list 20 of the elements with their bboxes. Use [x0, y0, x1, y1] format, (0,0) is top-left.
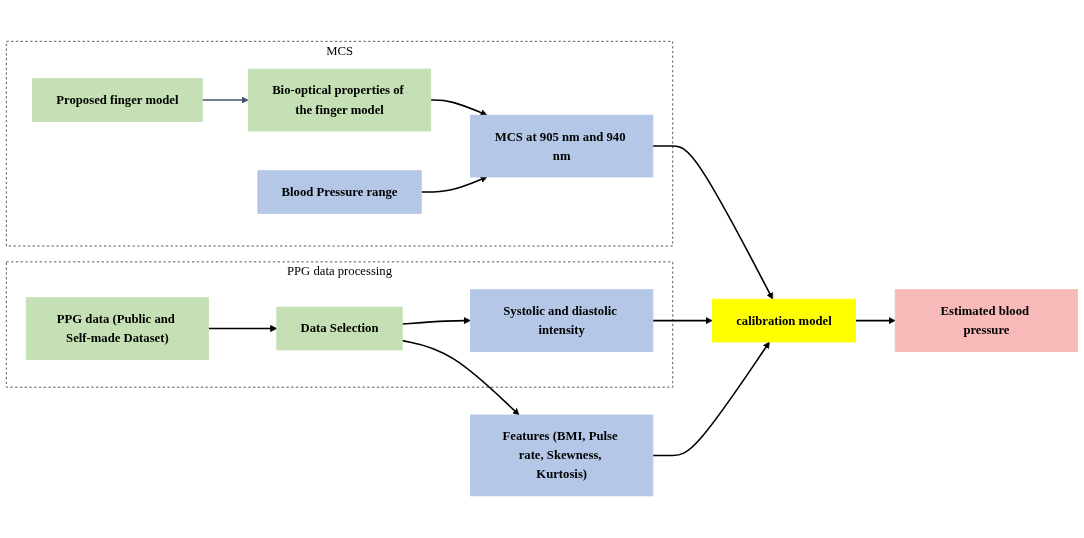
node-box: Estimated blood pressure: [894, 289, 1079, 353]
arrow: [652, 317, 713, 325]
arrow: [652, 145, 774, 300]
node-box: Systolic and diastolic intensity: [470, 289, 654, 353]
node-box: Proposed finger model: [32, 78, 203, 123]
node-box: Bio-optical properties of the finger model: [247, 69, 432, 132]
node-box: MCS at 905 nm and 940 nm: [470, 115, 654, 178]
arrow: [201, 96, 249, 104]
arrow: [401, 340, 520, 416]
arrow: [429, 99, 488, 117]
arrow: [854, 317, 896, 325]
node-box: Blood Pressure range: [257, 170, 422, 215]
node-box: Features (BMI, Pulse rate, Skewness, Kurtosis): [470, 414, 654, 497]
arrow: [652, 342, 770, 457]
node-box: Data Selection: [276, 307, 403, 351]
arrow: [420, 176, 488, 194]
node-box: PPG data (Public and Self-made Dataset): [25, 297, 210, 361]
arrow: [207, 325, 278, 333]
arrow: [401, 317, 471, 326]
node-box: calibration model: [712, 299, 856, 343]
